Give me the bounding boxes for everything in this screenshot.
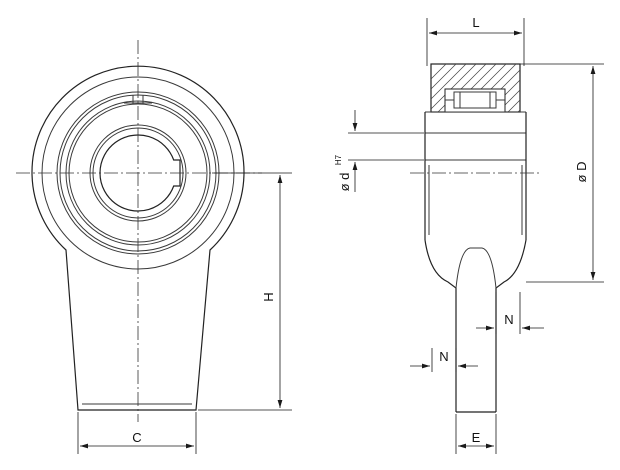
label-D: ø D (574, 162, 589, 183)
dim-C: C (77, 412, 197, 454)
dim-L: L (426, 15, 525, 66)
label-H: H (261, 292, 276, 301)
lower-body (424, 239, 527, 412)
label-E: E (472, 430, 481, 445)
dim-E: E (455, 414, 497, 454)
front-view (16, 40, 262, 422)
bore-keyway (99, 134, 181, 212)
dim-N-lower: N (410, 348, 478, 372)
side-view (410, 63, 540, 413)
label-N-upper: N (504, 312, 513, 327)
label-L: L (472, 15, 479, 30)
dim-d: ø d H7 (334, 110, 424, 192)
label-C: C (132, 430, 141, 445)
dim-N-upper: N (476, 292, 544, 334)
label-d-tolerance: H7 (334, 154, 343, 165)
housing-outline (31, 65, 245, 411)
dim-D: ø D (520, 63, 604, 283)
label-d: ø d (337, 173, 352, 192)
label-N-lower: N (439, 349, 448, 364)
dim-H: H (198, 172, 292, 411)
